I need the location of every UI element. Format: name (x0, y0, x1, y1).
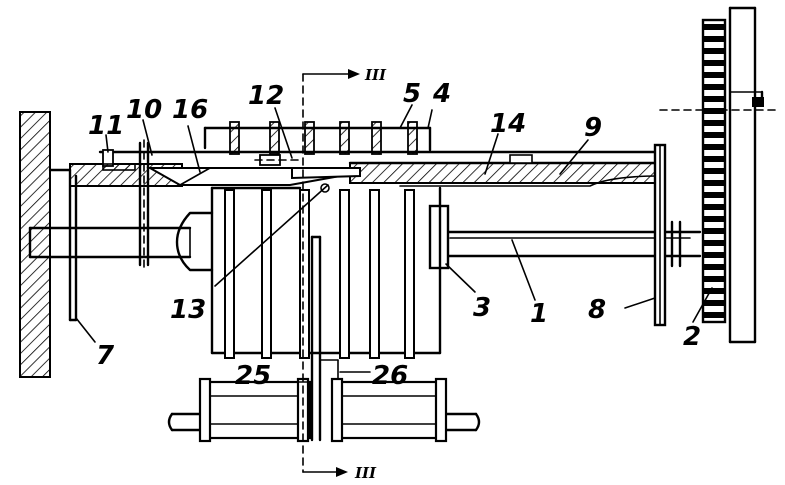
label-5: 5 (403, 79, 421, 109)
section-line (302, 69, 360, 477)
disk-plate (261, 189, 272, 359)
label-26: 26 (372, 361, 408, 391)
section-mark-bottom: III (354, 464, 377, 482)
gear-tooth (703, 168, 725, 174)
gear-tooth (703, 36, 725, 42)
gear-tooth (703, 264, 725, 270)
cam-tooth (339, 121, 350, 155)
gear-tooth (703, 252, 725, 258)
top-cams (203, 121, 432, 155)
disk-plate (339, 189, 350, 359)
selector-tab (310, 235, 339, 442)
label-2: 2 (683, 322, 701, 352)
gear-tooth (703, 156, 725, 162)
gear-tooth (703, 300, 725, 306)
label-13: 13 (170, 295, 206, 325)
leader-lines (75, 104, 713, 383)
cam-tooth (229, 121, 240, 155)
label-11: 11 (88, 111, 124, 141)
left-frame-wall (19, 111, 51, 378)
cam-tooth (304, 121, 315, 155)
end-plate (653, 143, 667, 327)
gear-tooth (703, 192, 725, 198)
gear-tooth (703, 312, 725, 318)
gear-tooth (703, 204, 725, 210)
gear-tooth (703, 240, 725, 246)
disk-plate (299, 189, 310, 359)
label-8: 8 (588, 295, 606, 325)
gear-teeth (703, 24, 725, 318)
gear-tooth (703, 96, 725, 102)
gear-tooth (703, 276, 725, 282)
label-7: 7 (96, 341, 115, 371)
section-mark-top: III (364, 66, 387, 84)
label-12: 12 (248, 81, 284, 111)
lower-gear-right (330, 377, 448, 443)
label-3: 3 (473, 293, 491, 323)
label-4: 4 (432, 79, 451, 109)
label-16: 16 (172, 95, 208, 125)
gear-tooth (703, 24, 725, 30)
gear-tooth (703, 132, 725, 138)
label-25: 25 (235, 361, 271, 391)
gear-tooth (703, 120, 725, 126)
slider-rod (138, 139, 150, 269)
gear-tooth (703, 288, 725, 294)
label-10: 10 (126, 95, 162, 125)
section-labels: III III (354, 66, 387, 482)
gear-tooth (703, 108, 725, 114)
main-shaft (28, 220, 702, 268)
pin (102, 149, 136, 171)
gear-tooth (703, 216, 725, 222)
gear-tooth (703, 60, 725, 66)
disk-stack (210, 186, 442, 359)
gear-tooth (703, 84, 725, 90)
cam-tooth (407, 121, 418, 155)
gear-wheel (659, 18, 727, 324)
label-9: 9 (584, 113, 602, 143)
reference-numerals: 11 10 16 12 5 4 14 9 13 3 1 8 2 7 25 26 (88, 79, 701, 391)
disk-plate (369, 189, 380, 359)
disk-plate (404, 189, 415, 359)
left-bracket (48, 163, 183, 322)
right-frame-plate (719, 6, 776, 344)
gear-tooth (703, 180, 725, 186)
cam-tooth (269, 121, 280, 155)
cam-tooth (371, 121, 382, 155)
gear-tooth (703, 48, 725, 54)
gear-tooth (703, 228, 725, 234)
label-14: 14 (490, 109, 526, 139)
label-1: 1 (530, 299, 548, 329)
gear-tooth (703, 144, 725, 150)
gear-tooth (703, 72, 725, 78)
